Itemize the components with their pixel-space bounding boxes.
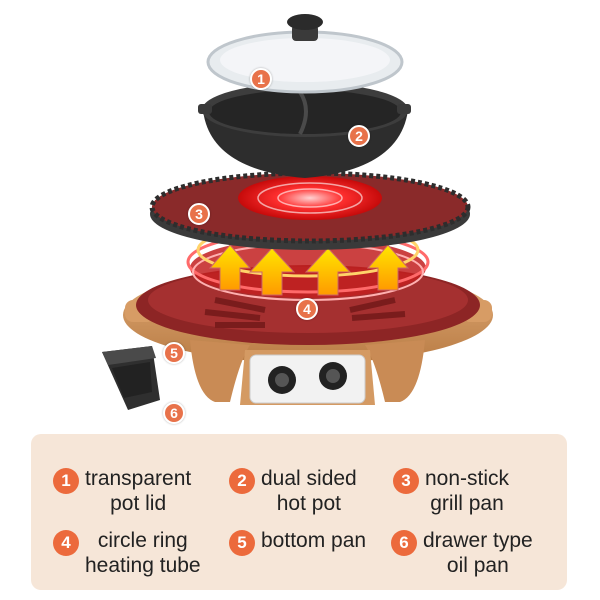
legend-label: drawer type [423,529,533,552]
hot-pot [198,83,411,178]
appliance-drawing [102,14,493,410]
legend-item-bottom-pan: 5 bottom pan [229,528,366,556]
heating-ring [186,222,430,301]
legend-label: bottom pan [261,529,367,552]
glass-lid [206,14,404,94]
legend-number: 4 [53,530,79,556]
legend-label: transparent [85,467,192,490]
legend-item-hot-pot: 2 dual sided hot pot [229,466,357,516]
legend-number: 6 [391,530,417,556]
legend-item-grill-pan: 3 non-stick grill pan [393,466,509,516]
legend-label: heating tube [85,554,201,577]
marker-4: 4 [296,298,318,320]
legend-number: 2 [229,468,255,494]
legend-label: oil pan [446,554,509,577]
oil-drawer [102,346,160,410]
legend-item-heating-tube: 4 circle ring heating tube [53,528,201,578]
heat-arrows [208,244,410,296]
legend-panel: 1 transparent pot lid 2 dual sided hot p… [31,434,567,590]
legend-item-oil-pan: 6 drawer type oil pan [391,528,533,578]
legend-label: grill pan [430,492,504,515]
legend-number: 5 [229,530,255,556]
marker-5: 5 [163,342,185,364]
marker-2: 2 [348,125,370,147]
marker-3: 3 [188,203,210,225]
legend-item-lid: 1 transparent pot lid [53,466,191,516]
legend-number: 3 [393,468,419,494]
product-illustration: 1 2 3 4 5 6 [102,14,493,424]
marker-6: 6 [163,402,185,424]
legend-label: non-stick [425,467,510,490]
legend-number: 1 [53,468,79,494]
control-knobs [268,362,347,394]
legend-label: pot lid [110,492,167,515]
legend-label: circle ring [97,529,188,552]
legend-label: dual sided [261,467,357,490]
legend-label: hot pot [276,492,341,515]
marker-1: 1 [250,68,272,90]
grill-pan [149,170,471,250]
